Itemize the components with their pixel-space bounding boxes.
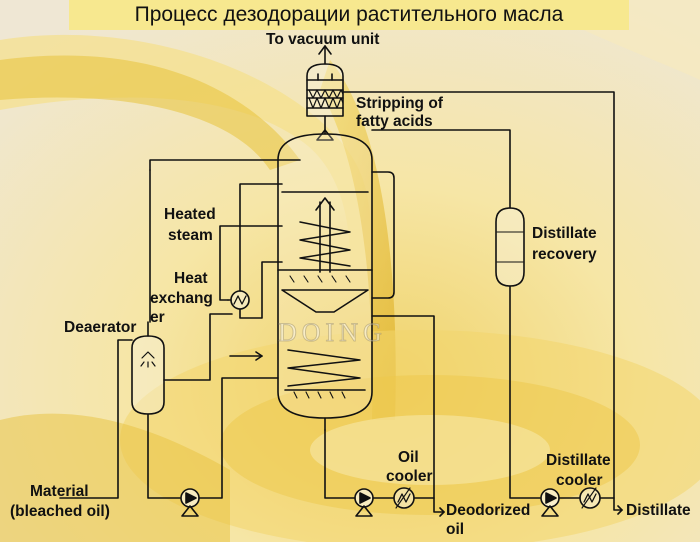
label-distillate-cooler-line2: cooler — [556, 472, 603, 489]
label-material-line1: Material — [30, 483, 89, 500]
label-distillate-cooler-line1: Distillate — [546, 452, 611, 469]
label-oil-cooler-line2: cooler — [386, 468, 433, 485]
label-distillate-recovery-line2: recovery — [532, 246, 597, 263]
label-oil-cooler-line1: Oil — [398, 449, 419, 466]
label-stripping-line1: Stripping of — [356, 95, 443, 112]
distillate-recovery-vessel — [342, 91, 615, 499]
label-heated-steam-line2: steam — [168, 227, 213, 244]
label-deodorized-oil-line2: oil — [446, 521, 465, 538]
fatty-acid-scrubber — [306, 63, 344, 141]
feed-line — [59, 339, 133, 499]
label-heat-exchanger-line3: er — [150, 309, 165, 326]
product-pump — [324, 429, 395, 517]
watermark: DOING — [278, 318, 387, 348]
label-to-vacuum-unit: To vacuum unit — [266, 31, 380, 48]
label-heat-exchanger-line1: Heat — [174, 270, 208, 287]
distillate-cooler — [579, 487, 623, 515]
label-deaerator: Deaerator — [64, 319, 137, 336]
heat-exchanger — [149, 159, 301, 319]
page-title: Процесс дезодорации растительного масла — [134, 3, 564, 26]
distillate-pump — [540, 488, 581, 517]
label-stripping-line2: fatty acids — [356, 113, 433, 130]
label-distillate-recovery-line1: Distillate — [532, 225, 597, 242]
label-distillate-output: Distillate — [626, 502, 691, 519]
label-heat-exchanger-line2: exchang — [150, 290, 213, 307]
label-heated-steam-line1: Heated — [164, 206, 216, 223]
label-deodorized-oil-line1: Deodorized — [446, 502, 531, 519]
deaerator-vessel — [131, 169, 233, 499]
vacuum-outlet-pipe — [318, 45, 332, 65]
label-material-line2: (bleached oil) — [10, 503, 110, 520]
title-banner: Процесс дезодорации растительного масла — [69, 0, 629, 30]
deodorizer-vessel — [229, 133, 395, 431]
feed-pump — [180, 377, 279, 517]
oil-cooler — [371, 315, 445, 517]
